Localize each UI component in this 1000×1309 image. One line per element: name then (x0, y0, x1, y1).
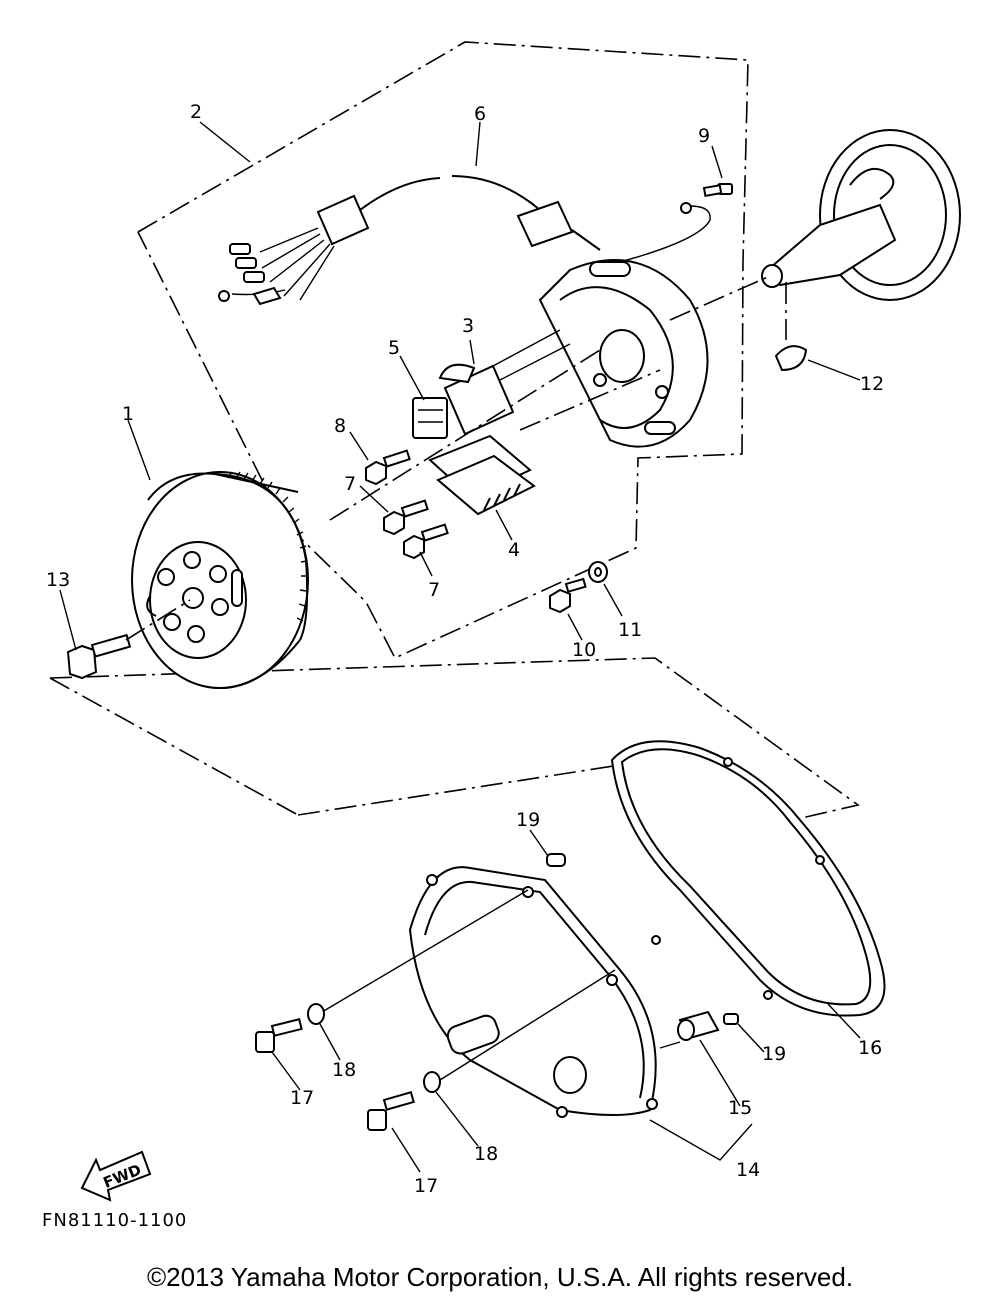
leader-lines (59, 121, 861, 1173)
crank-centerline (669, 275, 771, 321)
fwd-arrow-icon: FWD (80, 1150, 152, 1202)
stator-assembly-boundary (137, 41, 749, 660)
bolt-17-upper (255, 1018, 303, 1053)
wire-harness-6 (218, 175, 711, 306)
dowel-15 (677, 1010, 720, 1041)
callout-labels: 1 2 3 4 5 6 7 7 8 9 10 11 12 13 14 15 16… (46, 101, 884, 1197)
callout-7-upper: 7 (344, 473, 356, 495)
pulser-coil-3 (438, 329, 571, 436)
callout-16: 16 (858, 1037, 882, 1059)
callout-9: 9 (698, 125, 710, 147)
callout-8: 8 (334, 415, 346, 437)
callout-15: 15 (728, 1097, 752, 1119)
screw-9 (702, 183, 733, 198)
ring-gear-teeth (227, 471, 308, 622)
dowel-leader (659, 1041, 681, 1049)
callout-1: 1 (122, 403, 134, 425)
callout-2: 2 (190, 101, 202, 123)
callout-18-lower: 18 (474, 1143, 498, 1165)
bolt-leader-lower (439, 969, 616, 1081)
callout-12: 12 (860, 373, 884, 395)
woodruff-key-12 (774, 345, 808, 372)
callout-18-upper: 18 (332, 1059, 356, 1081)
callout-4: 4 (508, 539, 520, 561)
flywheel-cover-14 (408, 866, 658, 1118)
flywheel-boundary-lower (49, 677, 299, 816)
callout-3: 3 (462, 315, 474, 337)
charge-coil-4 (428, 434, 536, 516)
pin-19-lower (723, 1013, 739, 1025)
flywheel-boundary-bottom (297, 759, 653, 816)
screw-7a (383, 499, 429, 536)
washer-11 (588, 561, 608, 583)
callout-6: 6 (474, 103, 486, 125)
pin-19-upper (546, 853, 566, 867)
screw-10 (549, 577, 587, 614)
callout-19-lower: 19 (762, 1043, 786, 1065)
centerline-stator (329, 349, 601, 521)
callout-17-lower: 17 (414, 1175, 438, 1197)
callout-17-upper: 17 (290, 1087, 314, 1109)
washer-18-upper (307, 1003, 325, 1025)
gasket-16 (610, 740, 886, 1017)
flywheel-bolt-13 (66, 599, 191, 680)
callout-14: 14 (736, 1159, 760, 1181)
callout-5: 5 (388, 337, 400, 359)
callout-13: 13 (46, 569, 70, 591)
screw-8 (365, 449, 411, 486)
bolt-17-lower (367, 1091, 415, 1131)
stator-base-plate (538, 259, 709, 448)
callout-19-upper: 19 (516, 809, 540, 831)
flywheel-rotor (131, 471, 309, 689)
crankshaft (761, 129, 961, 301)
flywheel-assembly-boundary (49, 657, 860, 823)
bolt-leader-upper (321, 889, 529, 1013)
callout-11: 11 (618, 619, 642, 641)
figure-code: FN81110-1100 (42, 1210, 187, 1231)
callout-7-lower: 7 (428, 579, 440, 601)
centerline-coil (519, 369, 661, 431)
diagram-canvas: FWD 1 2 3 4 5 6 7 7 8 9 (42, 41, 961, 1231)
lighting-coil-5 (412, 397, 448, 439)
copyright-notice: ©2013 Yamaha Motor Corporation, U.S.A. A… (146, 1262, 854, 1292)
screw-7b (403, 523, 449, 560)
callout-10: 10 (572, 639, 596, 661)
washer-18-lower (423, 1071, 441, 1093)
